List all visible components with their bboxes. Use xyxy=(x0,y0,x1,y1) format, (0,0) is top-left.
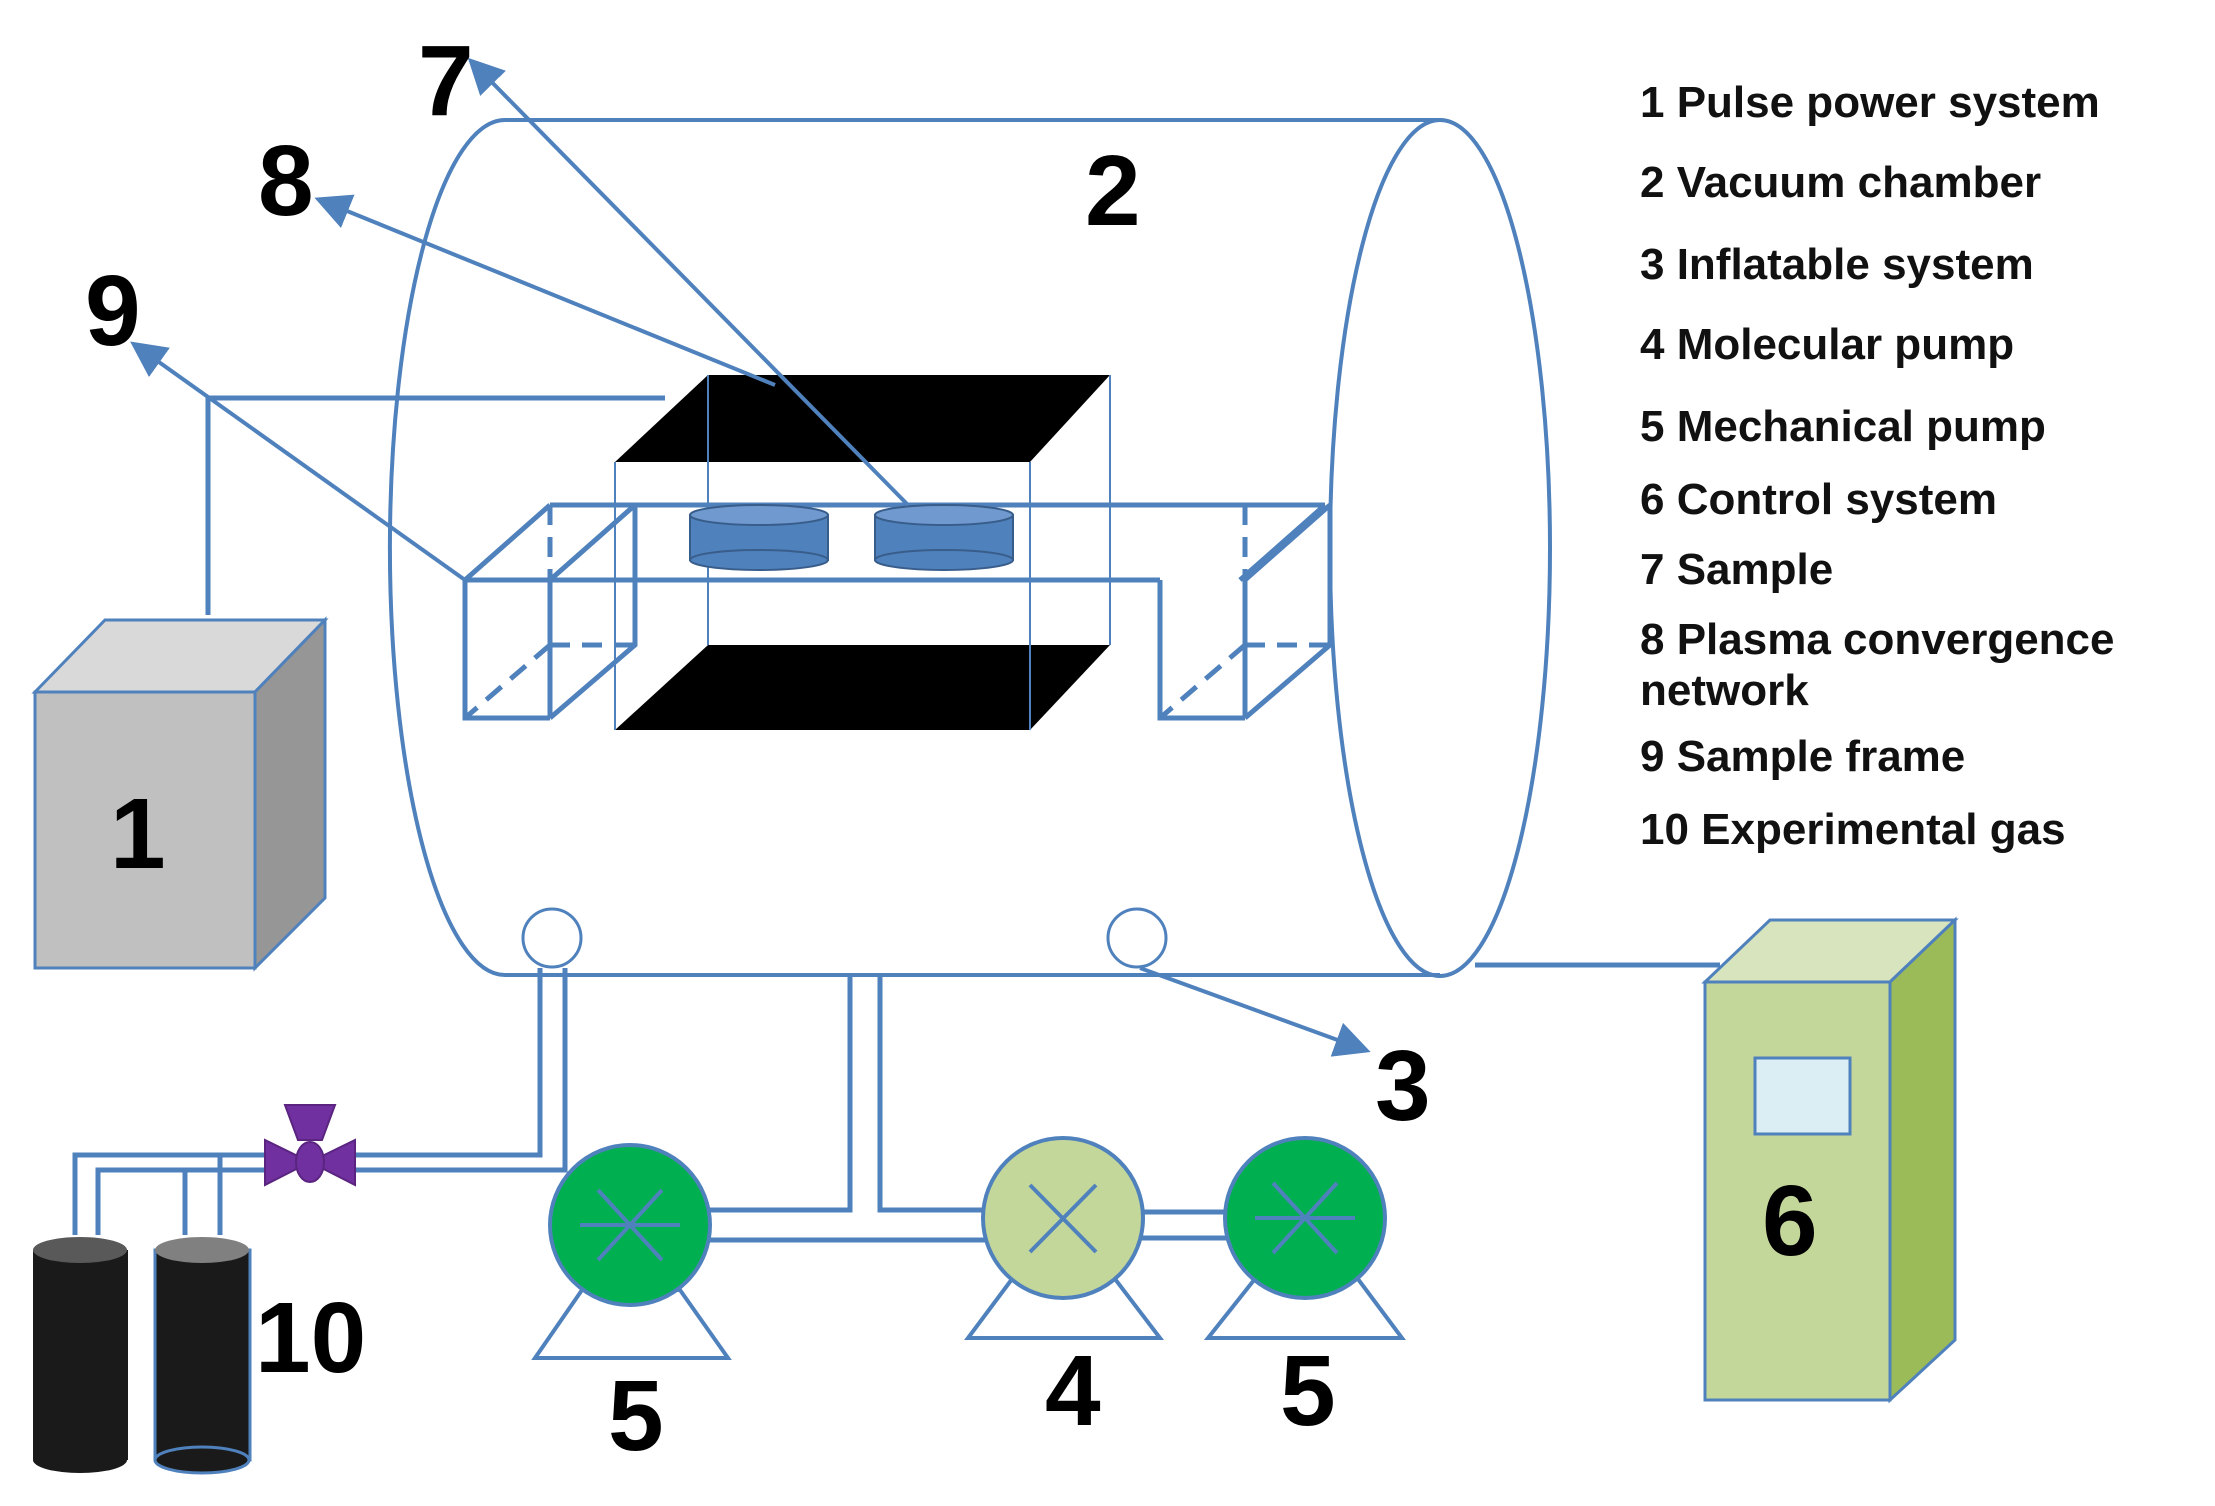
control-front-face xyxy=(1703,980,1892,1402)
samples xyxy=(689,504,1014,571)
mechanical-pump-left xyxy=(531,1143,732,1360)
vacuum-pipe xyxy=(700,975,1228,1243)
label-10: 10 xyxy=(255,1282,366,1394)
sample-disc xyxy=(874,504,1014,571)
mechanical-pump-right xyxy=(1203,1136,1406,1340)
callout-arrows xyxy=(130,57,1371,1057)
pulse-power-system xyxy=(31,616,329,972)
frame-left-box xyxy=(462,503,638,721)
label-1: 1 xyxy=(110,778,166,890)
molecular-pump xyxy=(964,1136,1165,1340)
plasma-convergence-network xyxy=(614,375,1111,730)
bottom-plate xyxy=(615,645,1110,730)
gas-cylinder xyxy=(33,1237,128,1473)
gas-inlet-port xyxy=(521,907,583,969)
top-plate xyxy=(615,375,1110,462)
legend-item: 6 Control system xyxy=(1640,475,1997,524)
label-7: 7 xyxy=(418,25,474,137)
arrow-3 xyxy=(1139,966,1371,1057)
label-5-left: 5 xyxy=(608,1360,664,1472)
sample-disc xyxy=(689,504,829,571)
arrow-8 xyxy=(314,194,776,387)
label-3: 3 xyxy=(1375,1030,1431,1142)
gas-cylinder xyxy=(153,1237,252,1475)
arrow-7 xyxy=(467,57,910,507)
gas-cylinders xyxy=(33,1237,252,1475)
legend-item: 4 Molecular pump xyxy=(1640,320,2015,369)
legend-item: 8 Plasma convergence network xyxy=(1640,615,2115,715)
legend-item: 1 Pulse power system xyxy=(1640,78,2100,127)
valve-icon xyxy=(264,1104,356,1187)
legend-item: 5 Mechanical pump xyxy=(1640,402,2046,451)
label-5-right: 5 xyxy=(1280,1335,1336,1447)
sample-frame xyxy=(462,502,1333,721)
label-4: 4 xyxy=(1045,1335,1101,1447)
label-8: 8 xyxy=(258,125,314,237)
chamber-end-cap xyxy=(1328,118,1552,978)
control-system xyxy=(1701,916,1959,1404)
inflatable-port xyxy=(1106,907,1168,969)
power-front-face xyxy=(33,690,257,970)
label-9: 9 xyxy=(85,255,141,367)
gas-pipe xyxy=(72,968,568,1235)
label-6: 6 xyxy=(1762,1165,1818,1277)
legend-item: 10 Experimental gas xyxy=(1640,805,2066,854)
control-screen xyxy=(1753,1056,1852,1136)
legend-item: 9 Sample frame xyxy=(1640,732,1966,781)
legend-item: 7 Sample xyxy=(1640,545,1834,594)
frame-right-box xyxy=(1157,503,1333,721)
legend-item: 2 Vacuum chamber xyxy=(1640,158,2042,207)
arrow-9 xyxy=(130,341,467,582)
control-side-face xyxy=(1888,916,1957,1404)
legend-item: 3 Inflatable system xyxy=(1640,240,2034,289)
label-2: 2 xyxy=(1085,135,1141,247)
chamber-body xyxy=(387,118,1440,977)
